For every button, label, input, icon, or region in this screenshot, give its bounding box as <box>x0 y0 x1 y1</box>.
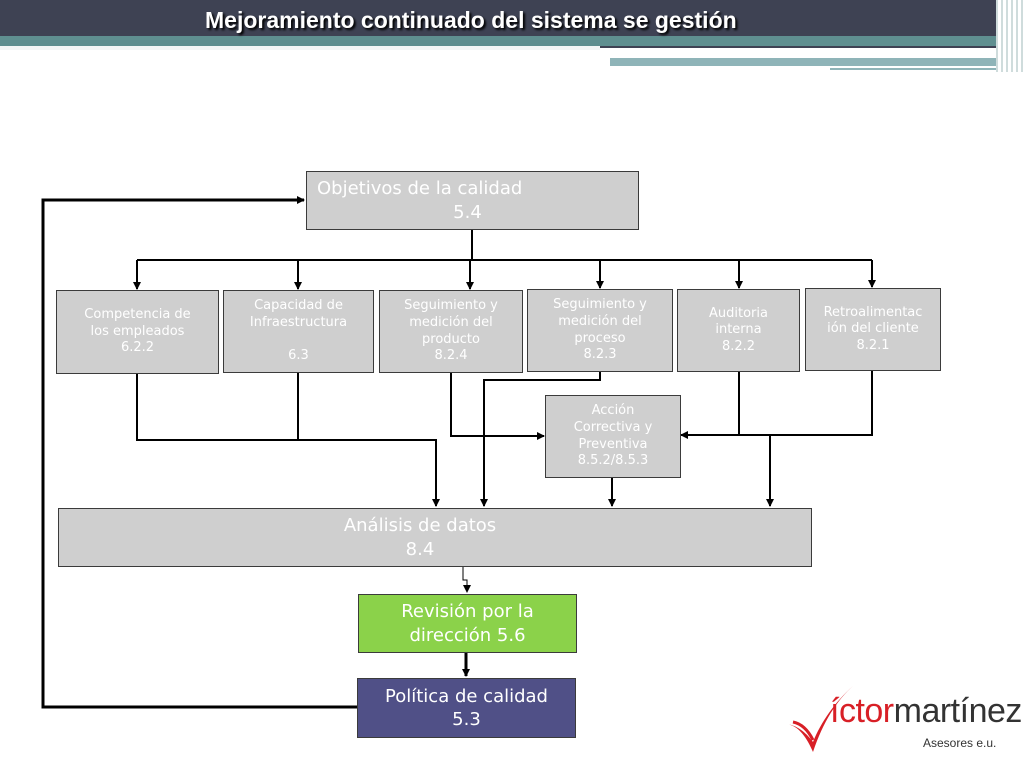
feedback-loop <box>41 196 357 709</box>
capacidad-infraestructura-box: Capacidad de Infraestructura 6.3 <box>223 290 374 373</box>
header-accent-bar <box>0 36 1000 46</box>
revision-direccion-box: Revisión por la dirección 5.6 <box>358 594 577 653</box>
seguimiento-producto-box: Seguimiento y medición del producto 8.2.… <box>379 290 523 373</box>
analisis-to-revision <box>462 566 471 593</box>
politica-calidad-box: Política de calidad 5.3 <box>357 678 576 738</box>
logo-v-mark-icon <box>787 686 853 752</box>
competencia-to-analisis <box>136 373 440 507</box>
analisis-datos-box: Análisis de datos 8.4 <box>58 508 812 567</box>
logo-subtitle: Asesores e.u. <box>923 736 997 750</box>
header-accent-bar-secondary <box>610 58 1000 66</box>
header-divider <box>0 46 600 50</box>
accion-correctiva-box: Acción Correctiva y Preventiva 8.5.2/8.5… <box>545 395 681 478</box>
slide-title: Mejoramiento continuado del sistema se g… <box>205 7 737 33</box>
seguimiento-proceso-box: Seguimiento y medición del proceso 8.2.3 <box>527 289 673 372</box>
logo-text: íctormartínez <box>830 692 1022 730</box>
seg-proceso-to-analisis <box>480 372 601 507</box>
auditoria-retro-join <box>738 371 873 436</box>
retroalimentacion-cliente-box: Retroalimentac ión del cliente 8.2.1 <box>805 288 941 371</box>
company-logo: íctormartínez Asesores e.u. <box>785 682 1022 762</box>
auditoria-interna-box: Auditoria interna 8.2.2 <box>677 289 800 372</box>
seg-producto-to-accion <box>450 372 545 440</box>
header-accent-line <box>830 68 1000 70</box>
objetivos-calidad-box: Objetivos de la calidad 5.4 <box>306 171 639 230</box>
competencia-empleados-box: Competencia de los empleados 6.2.2 <box>56 290 219 374</box>
header-stripes <box>996 0 1024 72</box>
